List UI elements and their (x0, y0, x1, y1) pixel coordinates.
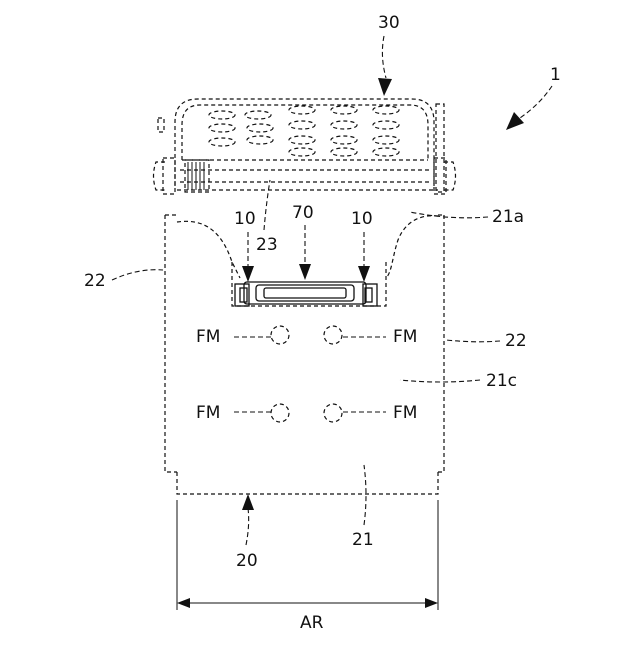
handle-assembly (235, 282, 377, 306)
mounting-holes (271, 326, 342, 422)
label-ref-1: 1 (550, 65, 561, 85)
label-fm-4: FM (393, 403, 417, 423)
hole-fm-1 (271, 326, 289, 344)
label-fm-2: FM (393, 327, 417, 347)
label-ref-21c: 21c (486, 371, 517, 391)
label-ref-21: 21 (352, 530, 374, 550)
label-ref-30: 30 (378, 13, 400, 33)
hole-fm-3 (271, 404, 289, 422)
label-ref-23: 23 (256, 235, 278, 255)
label-fm-1: FM (196, 327, 220, 347)
reference-labels: 1 30 21a 10 70 10 23 22 22 FM FM FM FM 2… (84, 13, 561, 633)
dimension-ar (177, 500, 438, 610)
label-ref-70: 70 (292, 203, 314, 223)
label-fm-3: FM (196, 403, 220, 423)
perforation-slots (209, 106, 399, 156)
hole-fm-2 (324, 326, 342, 344)
label-ref-ar: AR (300, 613, 324, 633)
clip-left (235, 284, 249, 306)
label-ref-20: 20 (236, 551, 258, 571)
label-ref-22-right: 22 (505, 331, 527, 351)
leader-lines (112, 36, 552, 545)
perforated-tray (175, 99, 434, 186)
label-ref-22-left: 22 (84, 271, 106, 291)
label-ref-21a: 21a (492, 207, 524, 227)
roller-shaft (154, 104, 456, 194)
label-ref-10-right: 10 (351, 209, 373, 229)
label-ref-10-left: 10 (234, 209, 256, 229)
spring-coil (185, 160, 209, 192)
hole-fm-4 (324, 404, 342, 422)
